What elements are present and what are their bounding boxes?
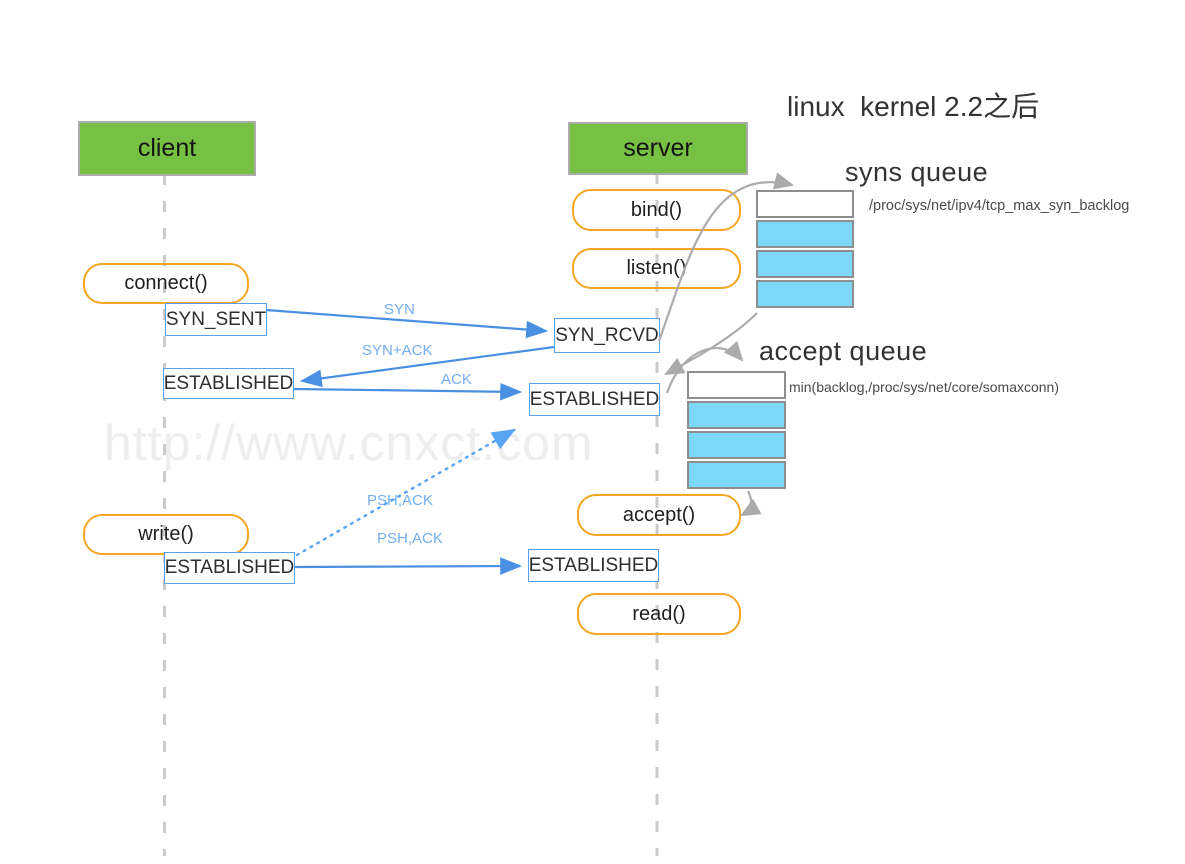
queue-cell-filled	[756, 250, 854, 278]
listen-call-pill: listen()	[572, 248, 741, 289]
psh-ack-data-arrow	[294, 557, 523, 575]
server-established-state: ESTABLISHED	[529, 383, 660, 416]
diagram-title: linux kernel 2.2之后	[787, 91, 1040, 122]
write-call-pill: write()	[83, 514, 249, 555]
bind-call-pill: bind()	[572, 189, 741, 231]
server-syn-rcvd-state: SYN_RCVD	[554, 318, 660, 353]
queue-cell-empty	[756, 190, 854, 218]
queue-cell-filled	[756, 220, 854, 248]
syns-queue-note: /proc/sys/net/ipv4/tcp_max_syn_backlog	[869, 198, 1130, 214]
ack-message-label: ACK	[441, 371, 472, 388]
client-established-data-state: ESTABLISHED	[164, 552, 295, 584]
queue-cell-filled	[687, 461, 786, 489]
queue-cell-empty	[687, 371, 786, 399]
client-actor-box: client	[78, 121, 256, 176]
syns-queue-to-established-arrow	[664, 312, 758, 376]
server-established-data-state: ESTABLISHED	[528, 549, 659, 582]
syn-message-label: SYN	[384, 301, 415, 318]
watermark-text: http://www.cnxct.com	[104, 415, 594, 471]
accept-queue-note: min(backlog,/proc/sys/net/core/somaxconn…	[789, 379, 1059, 395]
read-call-pill: read()	[577, 593, 741, 635]
server-actor-box: server	[568, 122, 748, 175]
psh-ack-dotted-message-label: PSH,ACK	[367, 492, 433, 509]
connect-call-pill: connect()	[83, 263, 249, 304]
queue-cell-filled	[687, 431, 786, 459]
accept-queue-title: accept queue	[759, 336, 928, 366]
psh-ack-message-label: PSH,ACK	[377, 530, 443, 547]
syn-ack-message-label: SYN+ACK	[362, 342, 433, 359]
client-established-state: ESTABLISHED	[163, 368, 294, 399]
client-syn-sent-state: SYN_SENT	[165, 303, 267, 336]
accept-queue-to-accept-arrow	[740, 490, 762, 517]
accept-call-pill: accept()	[577, 494, 741, 536]
syns-queue-stack	[756, 190, 854, 308]
syns-queue-title: syns queue	[845, 157, 989, 187]
ack-arrow	[293, 382, 523, 401]
accept-queue-stack	[687, 371, 786, 489]
queue-cell-filled	[756, 280, 854, 308]
queue-cell-filled	[687, 401, 786, 429]
